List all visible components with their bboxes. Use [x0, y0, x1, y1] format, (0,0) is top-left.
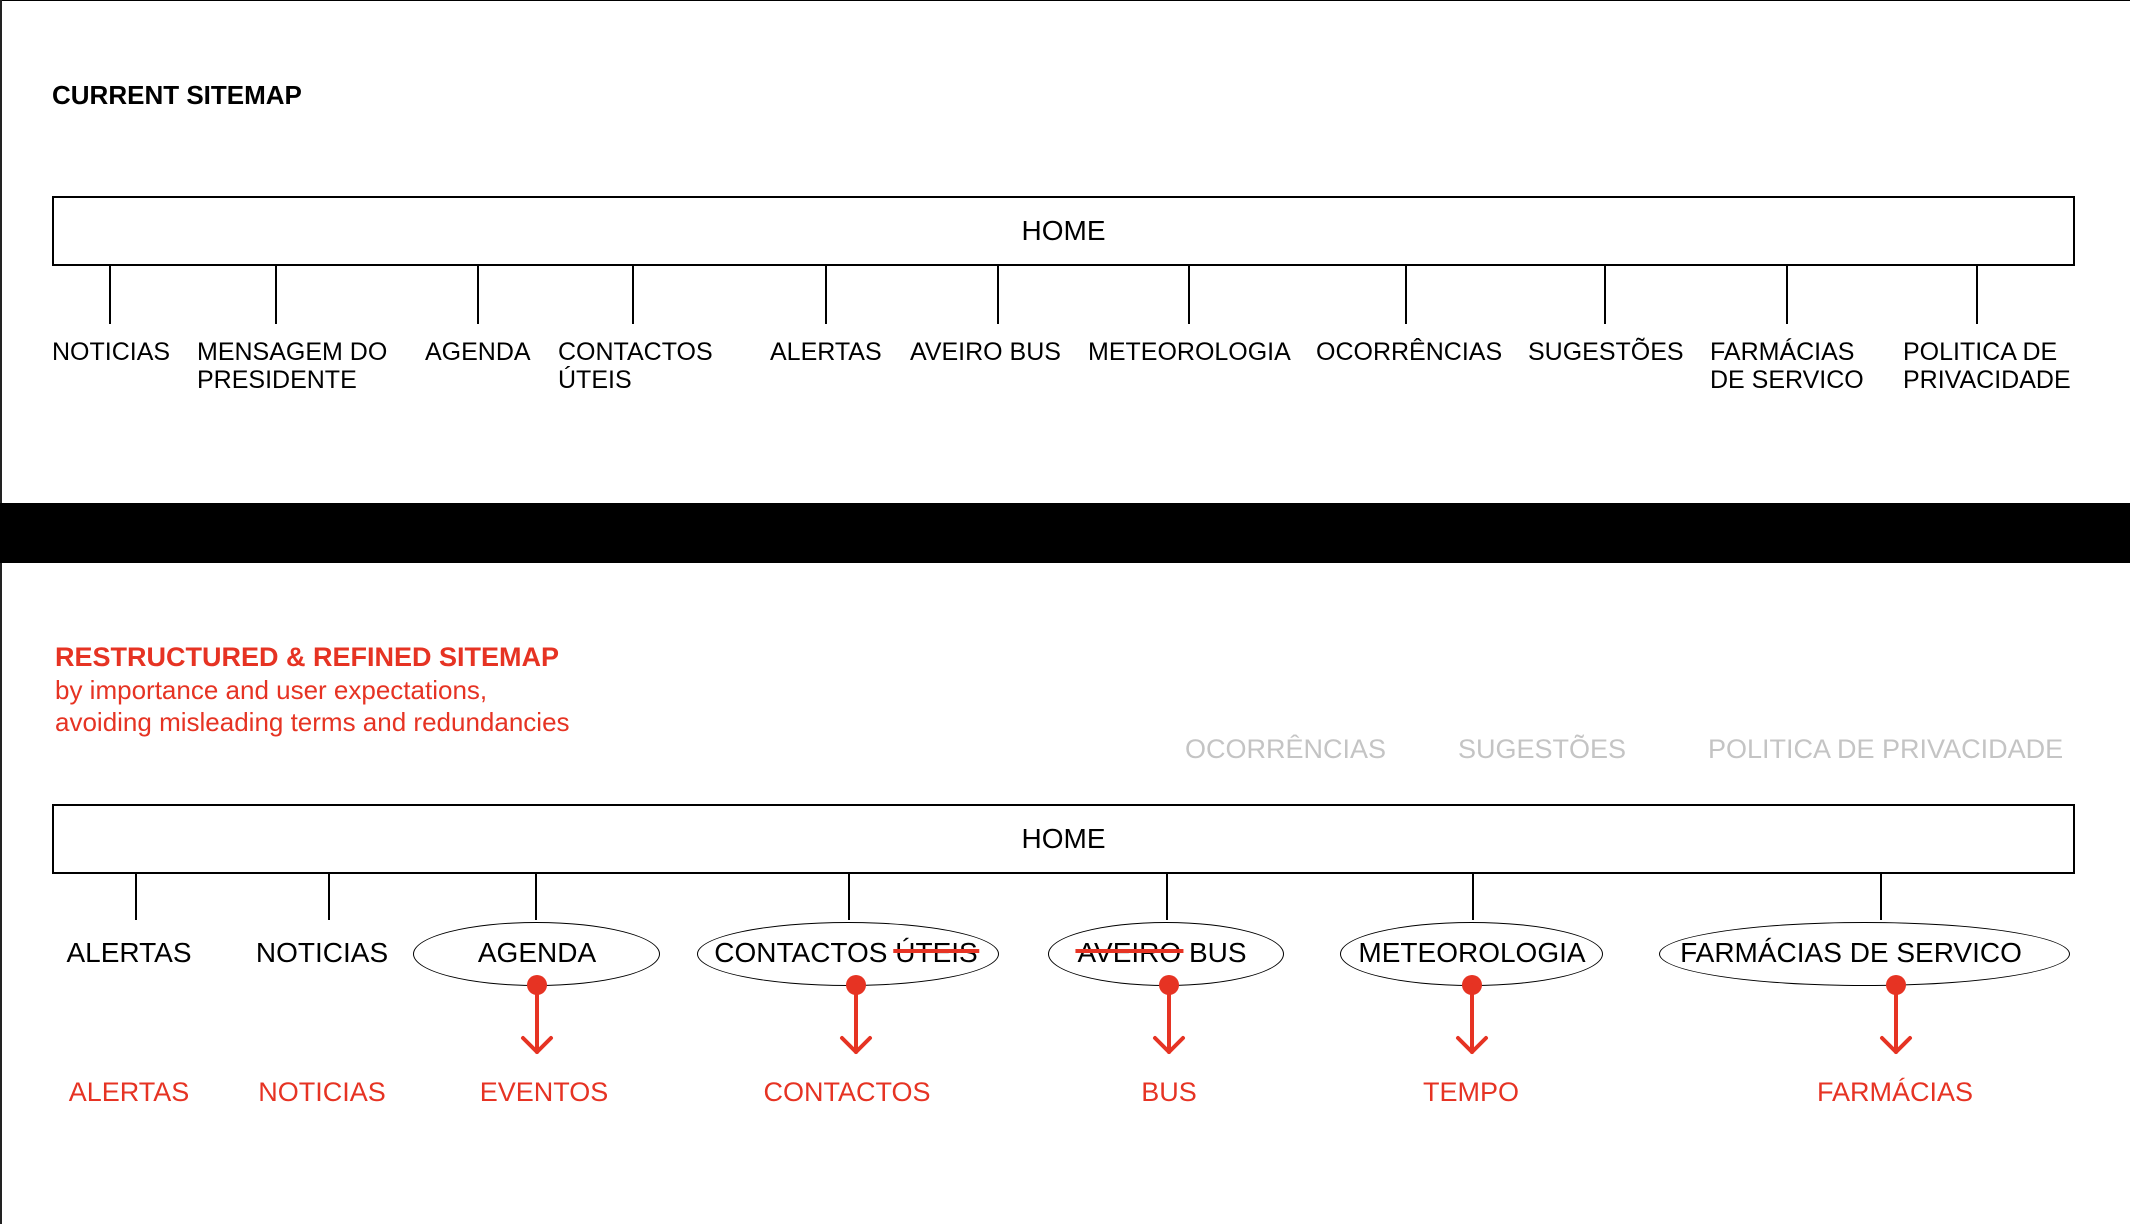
restructured-item-agenda: AGENDA: [477, 937, 597, 968]
restructured-item-contactos-uteis: CONTACTOS ÚTEIS: [714, 937, 981, 968]
current-home-box: HOME: [52, 196, 2075, 266]
rename-arrow-bus: [1153, 975, 1185, 1054]
removed-item-ocorrencias: OCORRÊNCIAS: [1185, 734, 1387, 764]
restructured-connector: [1166, 874, 1168, 920]
renamed-item-eventos: EVENTOS: [479, 1077, 609, 1107]
rename-arrow-meteorologia: [1456, 975, 1488, 1054]
restructured-sitemap-title: RESTRUCTURED & REFINED SITEMAP: [55, 642, 560, 672]
frame-left-border: [0, 0, 2, 1224]
renamed-item-farmacias: FARMÁCIAS: [1816, 1077, 1974, 1107]
frame-top-border: [0, 0, 2130, 1]
restructured-item-noticias: NOTICIAS: [255, 937, 389, 968]
rename-arrow-agenda: [521, 975, 553, 1054]
restructured-sitemap-subtitle: by importance and user expectations, avo…: [55, 675, 570, 737]
restructured-connector: [1880, 874, 1882, 920]
rename-arrow-contactos: [840, 975, 872, 1054]
restructured-connector: [328, 874, 330, 920]
restructured-item-meteorologia: METEOROLOGIA: [1358, 937, 1586, 968]
renamed-item-bus: BUS: [1141, 1077, 1197, 1107]
current-home-label: HOME: [1021, 215, 1106, 246]
current-connector: [477, 266, 479, 324]
current-connector: [997, 266, 999, 324]
restructured-item-farmacias-de-servico: FARMÁCIAS DE SERVICO: [1680, 937, 2022, 968]
removed-item-politica-de-privacidade: POLITICA DE PRIVACIDADE: [1708, 734, 2064, 764]
renamed-item-noticias: NOTICIAS: [258, 1077, 386, 1107]
current-item-noticias: NOTICIAS: [52, 338, 171, 366]
restructured-connector: [535, 874, 537, 920]
restructured-connector: [848, 874, 850, 920]
restructured-connector: [135, 874, 137, 920]
current-sitemap-title: CURRENT SITEMAP: [52, 80, 302, 110]
current-connector: [632, 266, 634, 324]
current-connector: [275, 266, 277, 324]
section-divider: [0, 503, 2130, 563]
current-item-ocorrencias: OCORRÊNCIAS: [1316, 338, 1503, 366]
restructured-item-alertas: ALERTAS: [66, 937, 192, 968]
current-connector: [109, 266, 111, 324]
struck-text-uteis: ÚTEIS: [893, 937, 981, 968]
current-item-alertas: ALERTAS: [770, 338, 882, 366]
current-item-sugestoes: SUGESTÕES: [1528, 338, 1684, 366]
current-connector: [825, 266, 827, 324]
restructured-home-label: HOME: [1021, 823, 1106, 854]
current-connector: [1405, 266, 1407, 324]
current-item-agenda: AGENDA: [425, 338, 531, 366]
renamed-item-contactos: CONTACTOS: [763, 1077, 931, 1107]
restructured-home-box: HOME: [52, 804, 2075, 874]
restructured-item-aveiro-bus: AVEIRO BUS: [1075, 937, 1247, 968]
renamed-item-alertas: ALERTAS: [68, 1077, 190, 1107]
highlight-ellipse-farmacias: [1659, 922, 2070, 986]
removed-item-sugestoes: SUGESTÕES: [1458, 734, 1627, 764]
rename-arrow-farmacias: [1880, 975, 1912, 1054]
current-connector: [1976, 266, 1978, 324]
current-connector: [1188, 266, 1190, 324]
current-item-meteorologia: METEOROLOGIA: [1088, 338, 1291, 366]
current-connector: [1604, 266, 1606, 324]
struck-text-aveiro: AVEIRO: [1075, 937, 1183, 968]
renamed-item-tempo: TEMPO: [1422, 1077, 1520, 1107]
restructured-connector: [1472, 874, 1474, 920]
current-item-aveiro-bus: AVEIRO BUS: [910, 338, 1061, 366]
current-connector: [1786, 266, 1788, 324]
